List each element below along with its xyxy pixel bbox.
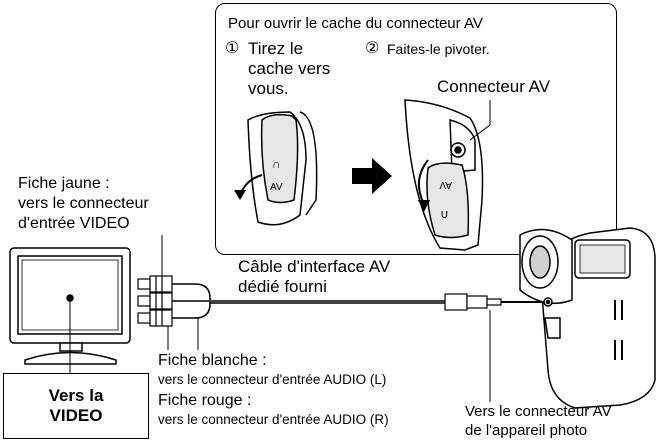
pointer-lines	[161, 235, 491, 402]
step-1-text-line2: cache vers	[248, 59, 331, 78]
white-plug-heading: Fiche blanche :	[158, 352, 267, 369]
step-1-text-line1: Tirez le	[248, 39, 304, 58]
cover-pull-illustration: ∩ AV	[247, 111, 318, 226]
connector-label: Connecteur AV	[437, 77, 551, 96]
vers-video-box: Vers la VIDEO	[3, 373, 149, 439]
yellow-plug-label-line2: vers le connecteur	[18, 195, 149, 212]
cable-label-line2: dédié fourni	[238, 277, 327, 296]
vers-video-label: Vers la VIDEO	[48, 386, 104, 425]
yellow-plug-label-line3: d'entrée VIDEO	[18, 215, 130, 232]
svg-text:AV: AV	[439, 179, 452, 190]
step-arrow	[352, 158, 392, 194]
cover-text: AV	[270, 182, 283, 193]
av-cable	[172, 283, 445, 319]
step-2-number: ②	[365, 40, 380, 57]
callout-title: Pour ouvrir le cache du connecteur AV	[228, 15, 483, 32]
camera-illustration	[519, 227, 656, 409]
white-plug-text: vers le connecteur d'entrée AUDIO (L)	[158, 372, 387, 387]
camera-connector-label-line2: de l'appareil photo	[465, 422, 588, 439]
step-2-text: Faites-le pivoter.	[387, 41, 490, 57]
cover-rotate-illustration: AV ∪	[404, 99, 484, 251]
av-mini-plug	[444, 293, 545, 311]
step-1-number: ①	[225, 40, 240, 57]
red-plug-heading: Fiche rouge :	[158, 392, 252, 409]
step-1-text-line3: vous.	[248, 79, 289, 98]
svg-text:∪: ∪	[440, 207, 449, 221]
svg-text:∩: ∩	[272, 157, 281, 171]
red-plug-text: vers le connecteur d'entrée AUDIO (R)	[158, 412, 389, 427]
camera-connector-label-line1: Vers le connecteur AV	[465, 403, 612, 420]
cable-label-line1: Câble d'interface AV	[238, 257, 391, 276]
yellow-plug-label-line1: Fiche jaune :	[18, 175, 110, 192]
rca-plugs	[137, 275, 173, 327]
